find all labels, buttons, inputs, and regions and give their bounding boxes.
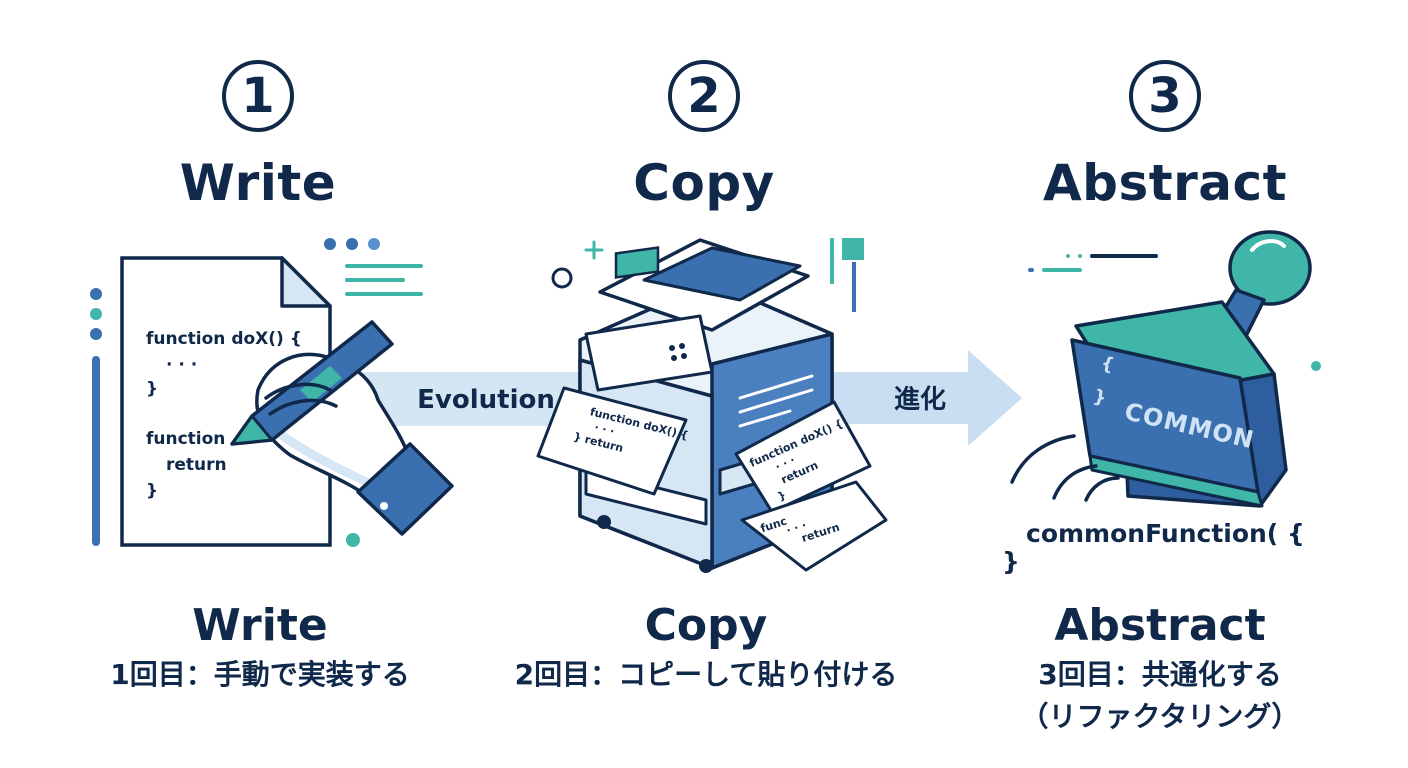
panel-button: [679, 343, 685, 349]
decor-line: [830, 238, 834, 284]
evolution-arrow-right: 進化: [820, 350, 1022, 446]
result-code-line: commonFunction( {: [1026, 519, 1305, 548]
caption-title: Copy: [644, 600, 768, 651]
document-fold: [280, 256, 332, 308]
decor-bar: [92, 356, 100, 546]
wheel: [699, 559, 713, 573]
decor-dot: [346, 238, 358, 250]
decor-dot: [1311, 361, 1321, 371]
decor-line: [345, 264, 423, 268]
motion-line: [1084, 476, 1120, 502]
copier-feeder: [642, 246, 802, 302]
decor-dot: [1066, 254, 1070, 258]
caption-description-sub: （リファクタリング）: [1020, 700, 1300, 733]
code-line: function: [146, 429, 225, 449]
decor-line: [1090, 254, 1158, 258]
code-line: return: [166, 455, 227, 475]
result-code-line: }: [1002, 547, 1020, 576]
code-line: · · ·: [785, 519, 808, 538]
panel-button: [669, 345, 675, 351]
motion-line: [1010, 434, 1076, 484]
caption-description: 2回目：コピーして貼り付ける: [514, 658, 898, 691]
step-title: Write: [179, 154, 337, 212]
code-line: }: [146, 379, 158, 399]
step-number-badge: 1: [222, 60, 294, 132]
sleeve-cuff: [356, 442, 454, 536]
code-line: }: [146, 481, 158, 501]
caption-title: Write: [192, 600, 328, 651]
wheel: [597, 515, 611, 529]
copier-illustration: function doX() { · · · } return function…: [536, 238, 888, 573]
motion-line: [1052, 464, 1098, 500]
stamp-brace: }: [1091, 386, 1108, 409]
step-title: Copy: [633, 154, 775, 212]
decor-line: [345, 292, 423, 296]
step-caption-copy: Copy 2回目：コピーして貼り付ける: [486, 600, 926, 694]
step-number-badge: 2: [668, 60, 740, 132]
hand-fingers: [264, 382, 338, 416]
decor-dot: [1078, 254, 1082, 258]
step-caption-abstract: Abstract 3回目：共通化する （リファクタリング）: [940, 600, 1380, 736]
decor-line: [1028, 268, 1034, 272]
stamp-illustration: { } COMMON commonFunction( { }: [1002, 230, 1321, 576]
decor-ring: [551, 267, 573, 289]
step-header-copy: 2 Copy: [494, 60, 914, 212]
copy-paper: func · · · return: [740, 480, 888, 572]
hand-shadow: [262, 420, 376, 488]
panel-screen: [614, 246, 660, 279]
decor-dot: [324, 238, 336, 250]
caption-title: Abstract: [1054, 600, 1266, 651]
decor-dot: [90, 328, 102, 340]
code-line: · · ·: [166, 355, 197, 375]
copier-drawer: [584, 468, 708, 526]
decor-plus: [584, 240, 604, 260]
stamp-brace: {: [1099, 353, 1116, 376]
decor-dot: [346, 533, 360, 547]
decor-line: [345, 278, 405, 282]
decor-line: [1042, 268, 1082, 272]
decor-dot: [368, 238, 380, 250]
step-caption-write: Write 1回目：手動で実装する: [40, 600, 480, 694]
caption-description: 3回目：共通化する: [1038, 658, 1282, 691]
decor-dot: [90, 288, 102, 300]
shinka-label: 進化: [894, 385, 946, 415]
caption-description: 1回目：手動で実装する: [110, 658, 410, 691]
step-header-abstract: 3 Abstract: [955, 60, 1375, 212]
code-line: function doX() {: [146, 329, 302, 349]
decor-square: [842, 238, 864, 260]
step-title: Abstract: [1042, 154, 1288, 212]
copy-paper: function doX() { · · · } return: [536, 386, 690, 496]
control-panel: [584, 314, 714, 392]
write-illustration: function doX() { · · · } function return…: [90, 238, 454, 547]
panel-button: [681, 353, 687, 359]
step-header-write: 1 Write: [48, 60, 468, 212]
code-line: · · ·: [593, 421, 616, 439]
evolution-label: Evolution: [417, 385, 555, 415]
panel-button: [671, 355, 677, 361]
decor-dot: [90, 308, 102, 320]
decor-line: [852, 262, 856, 312]
cuff-button: [380, 502, 388, 510]
step-number-badge: 3: [1129, 60, 1201, 132]
